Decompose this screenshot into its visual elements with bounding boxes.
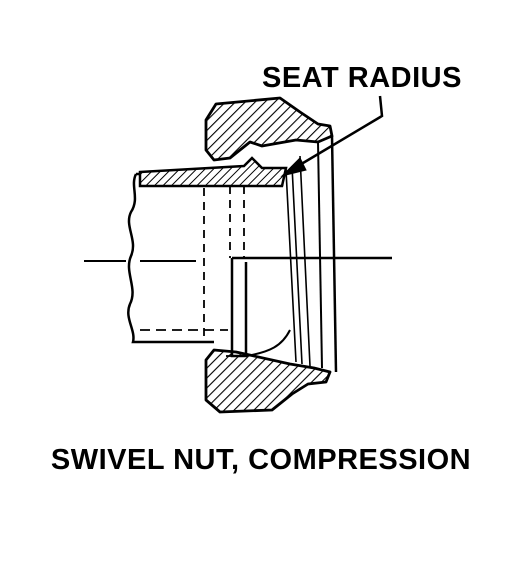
seat-bore (230, 258, 248, 358)
leader-line (297, 95, 384, 168)
nut-face-inner (317, 141, 323, 369)
seat-curve (245, 329, 291, 357)
seat-radius-callout: SEAT RADIUS (262, 62, 462, 94)
thread-lines (285, 155, 311, 367)
nut-upper-section (204, 96, 334, 162)
nut-face-outer (330, 135, 338, 373)
leader-arrowhead (280, 157, 307, 177)
diagram-caption: SWIVEL NUT, COMPRESSION (50, 444, 472, 476)
tube-wall-section (138, 156, 288, 188)
nut-lower-section (204, 348, 332, 414)
